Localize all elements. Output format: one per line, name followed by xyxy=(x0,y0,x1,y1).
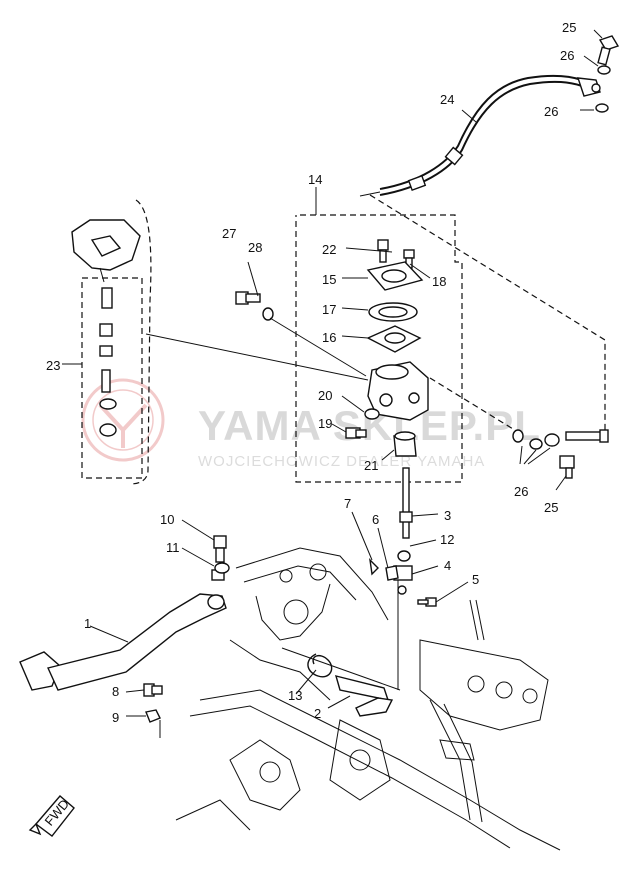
callout-10: 10 xyxy=(160,512,174,527)
frame xyxy=(175,547,561,851)
leader-lines xyxy=(89,29,603,738)
callout-17: 17 xyxy=(322,302,336,317)
callout-25-top: 25 xyxy=(562,20,576,35)
reservoir-group xyxy=(62,199,152,485)
callout-18: 18 xyxy=(432,274,446,289)
callout-7: 7 xyxy=(344,496,351,511)
callout-24: 24 xyxy=(440,92,454,107)
callout-26-mid: 26 xyxy=(544,104,558,119)
bolt-8 xyxy=(143,683,163,697)
callout-28: 28 xyxy=(248,240,262,255)
union-bolt-top xyxy=(597,35,620,66)
callout-26-bottom: 26 xyxy=(514,484,528,499)
callout-2: 2 xyxy=(314,706,321,721)
washer-11 xyxy=(214,562,230,574)
fwd-arrow: FWD xyxy=(28,795,75,837)
callout-25-bottom: 25 xyxy=(544,500,558,515)
watermark-logo xyxy=(81,378,165,462)
master-cylinder-group xyxy=(295,187,463,483)
callout-21: 21 xyxy=(364,458,378,473)
callout-19: 19 xyxy=(318,416,332,431)
callout-8: 8 xyxy=(112,684,119,699)
washer-26-mid xyxy=(595,103,609,113)
union-bolt-lower xyxy=(512,429,609,479)
push-rod xyxy=(369,467,437,607)
brake-hose xyxy=(359,74,601,197)
watermark: YAMA SKLEP.PL WOJCIECHOWICZ DEALER YAMAH… xyxy=(81,378,540,470)
callout-27: 27 xyxy=(222,226,236,241)
callout-3: 3 xyxy=(444,508,451,523)
callout-4: 4 xyxy=(444,558,451,573)
callout-13: 13 xyxy=(288,688,302,703)
callout-11: 11 xyxy=(166,540,180,555)
callout-5: 5 xyxy=(472,572,479,587)
nut-9 xyxy=(145,709,161,723)
callout-16: 16 xyxy=(322,330,336,345)
callout-23: 23 xyxy=(46,358,60,373)
callout-9: 9 xyxy=(112,710,119,725)
pedal-shaft xyxy=(307,653,394,717)
bolt-27 xyxy=(235,291,261,305)
callout-20: 20 xyxy=(318,388,332,403)
washer-26-top xyxy=(597,65,611,75)
brake-pedal xyxy=(19,569,227,691)
callout-12: 12 xyxy=(440,532,454,547)
callout-1: 1 xyxy=(84,616,91,631)
callout-numbers: 1 2 3 4 5 6 7 8 9 10 11 12 13 14 15 16 1… xyxy=(46,20,576,725)
washer-28 xyxy=(262,307,274,321)
callout-15: 15 xyxy=(322,272,336,287)
watermark-subtitle: WOJCIECHOWICZ DEALER YAMAHA xyxy=(198,453,485,470)
callout-26-top: 26 xyxy=(560,48,574,63)
callout-14: 14 xyxy=(308,172,322,187)
callout-6: 6 xyxy=(372,512,379,527)
callout-22: 22 xyxy=(322,242,336,257)
bolt-10 xyxy=(213,535,227,563)
